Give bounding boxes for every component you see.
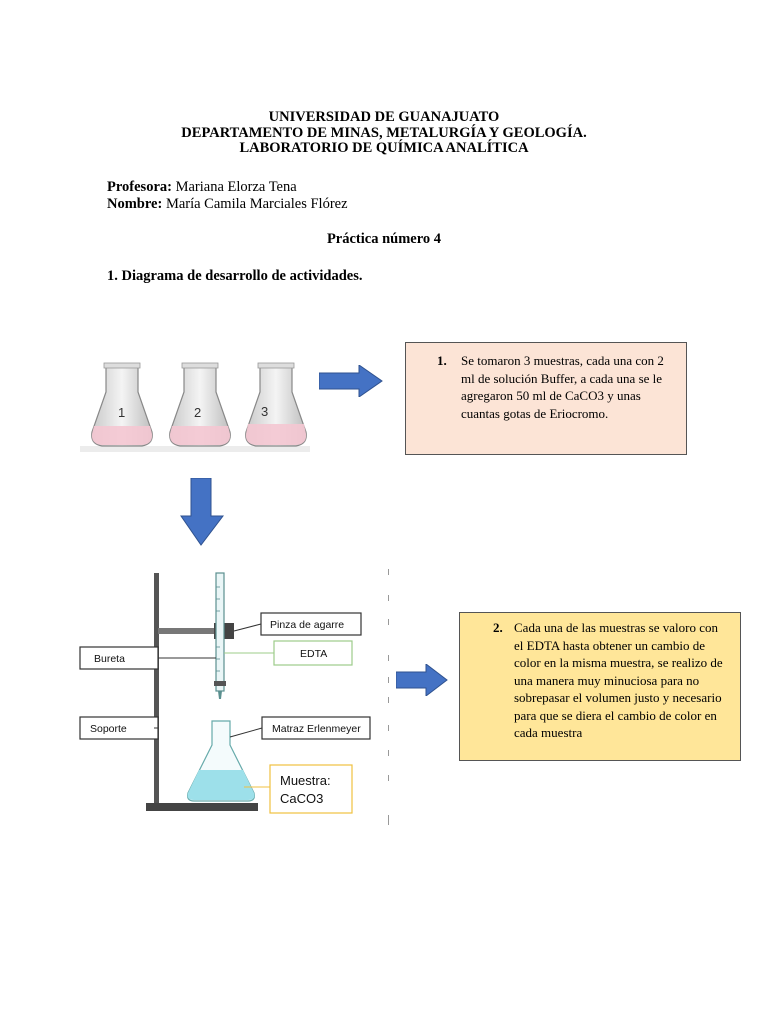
step-2-number: 2. bbox=[493, 620, 503, 635]
flask-2-label: 2 bbox=[194, 405, 201, 420]
university-name: UNIVERSIDAD DE GUANAJUATO bbox=[268, 109, 500, 125]
section-title: 1. Diagrama de desarrollo de actividades… bbox=[107, 268, 363, 284]
edta-label: EDTA bbox=[300, 648, 327, 660]
step-2-text: Cada una de las muestras se valoro con e… bbox=[514, 620, 723, 740]
bureta-label: Bureta bbox=[94, 653, 125, 665]
down-arrow-icon bbox=[180, 478, 224, 546]
flask-1: 1 bbox=[91, 362, 153, 447]
professor-label: Profesora: bbox=[107, 179, 172, 195]
step-1-number: 1. bbox=[437, 353, 447, 368]
flask-2: 2 bbox=[169, 362, 231, 447]
student-name: María Camila Marciales Flórez bbox=[165, 195, 348, 212]
muestra-formula: CaCO3 bbox=[280, 791, 323, 806]
stand-rod bbox=[154, 573, 159, 811]
matraz-label: Matraz Erlenmeyer bbox=[272, 723, 361, 735]
table-surface bbox=[80, 446, 310, 452]
department-name: DEPARTAMENTO DE MINAS, METALURGÍA Y GEOL… bbox=[181, 124, 587, 141]
flask-solution bbox=[187, 770, 255, 800]
step-1-text: Se tomaron 3 muestras, cada una con 2 ml… bbox=[461, 353, 664, 421]
muestra-label: Muestra: bbox=[280, 773, 331, 788]
step-1-box: 1. Se tomaron 3 muestras, cada una con 2… bbox=[405, 342, 687, 455]
flask-3: 3 bbox=[245, 362, 307, 447]
burette-tube bbox=[215, 572, 225, 692]
flask-3-label: 3 bbox=[261, 404, 268, 419]
pinza-label: Pinza de agarre bbox=[270, 619, 344, 631]
laboratory-name: LABORATORIO DE QUÍMICA ANALÍTICA bbox=[239, 140, 529, 156]
right-arrow-icon bbox=[319, 365, 383, 397]
professor-name: Mariana Elorza Tena bbox=[175, 179, 297, 195]
clamp-arm bbox=[158, 628, 228, 634]
practice-title: Práctica número 4 bbox=[326, 231, 442, 247]
titration-apparatus-figure: Pinza de agarre Bureta EDTA Soporte Matr… bbox=[79, 569, 389, 825]
stand-base bbox=[146, 803, 258, 811]
student-line: Nombre: María Camila Marciales Flórez bbox=[107, 196, 348, 213]
document-meta: Profesora: Mariana Elorza Tena Nombre: M… bbox=[107, 179, 348, 212]
soporte-label: Soporte bbox=[90, 723, 127, 735]
flasks-figure: 1 2 3 bbox=[80, 362, 310, 452]
professor-line: Profesora: Mariana Elorza Tena bbox=[107, 179, 348, 196]
right-arrow-icon bbox=[396, 664, 448, 696]
document-header: UNIVERSIDAD DE GUANAJUATO DEPARTAMENTO D… bbox=[0, 109, 768, 157]
step-2-box: 2. Cada una de las muestras se valoro co… bbox=[459, 612, 741, 761]
flask-1-label: 1 bbox=[118, 405, 125, 420]
student-label: Nombre: bbox=[107, 195, 163, 212]
